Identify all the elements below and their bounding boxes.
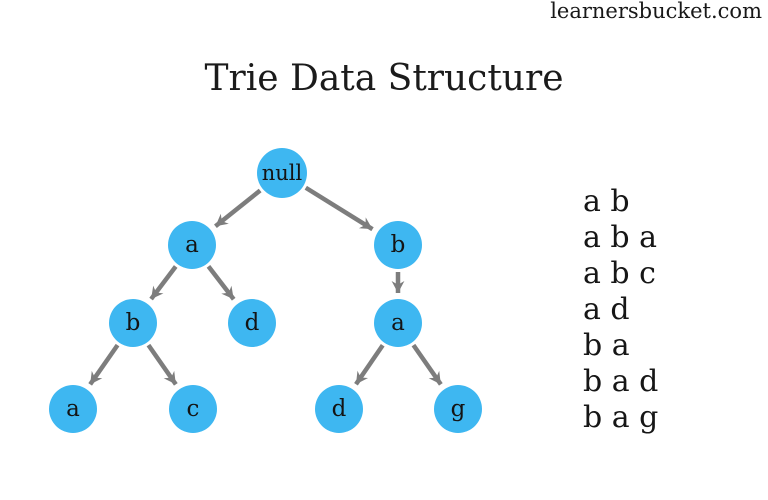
trie-edge-root-R-b <box>304 185 374 232</box>
word-list-item: a d <box>583 292 630 327</box>
trie-edge-L-a-LL-b <box>149 265 178 301</box>
trie-node-RM-a: a <box>374 299 422 347</box>
trie-edge-LL-b-LLR-c <box>146 343 178 386</box>
trie-node-LR-d: d <box>228 299 276 347</box>
trie-node-circle <box>434 385 482 433</box>
trie-node-label: a <box>185 232 199 258</box>
word-list-item: b a <box>583 328 630 363</box>
trie-node-label: b <box>126 310 141 336</box>
word-list-item: a b c <box>583 256 656 291</box>
trie-edge-LL-b-LLL-a <box>88 343 120 386</box>
trie-node-label: c <box>187 396 200 422</box>
word-list-item: b a d <box>583 364 659 399</box>
word-list-item: b a g <box>583 400 659 435</box>
trie-edge-RM-a-RL-d <box>354 343 385 386</box>
trie-node-circle <box>374 221 422 269</box>
word-list-item: a b a <box>583 220 658 255</box>
trie-node-label: b <box>391 232 406 258</box>
trie-node-R-b: b <box>374 221 422 269</box>
trie-node-circle <box>374 299 422 347</box>
word-list-item: a b <box>583 184 630 219</box>
site-watermark: learnersbucket.com <box>550 0 762 23</box>
page-title: Trie Data Structure <box>204 58 564 99</box>
trie-node-label: a <box>66 396 80 422</box>
trie-node-circle <box>109 299 157 347</box>
trie-node-circle <box>169 385 217 433</box>
trie-edge-RM-a-RR-g <box>411 343 443 386</box>
trie-node-RR-g: g <box>434 385 482 433</box>
trie-node-circle <box>257 148 307 198</box>
trie-node-circle <box>49 385 97 433</box>
trie-node-RL-d: d <box>315 385 363 433</box>
trie-edge-L-a-LR-d <box>206 265 236 301</box>
trie-node-root: null <box>257 148 307 198</box>
trie-node-LLR-c: c <box>169 385 217 433</box>
trie-node-label: d <box>245 310 260 336</box>
trie-edge-root-L-a <box>214 188 262 229</box>
trie-node-LL-b: b <box>109 299 157 347</box>
trie-node-label: a <box>391 310 405 336</box>
trie-node-label: g <box>451 396 466 422</box>
trie-node-L-a: a <box>168 221 216 269</box>
trie-node-circle <box>168 221 216 269</box>
trie-node-label: d <box>332 396 347 422</box>
trie-node-circle <box>228 299 276 347</box>
trie-node-LLL-a: a <box>49 385 97 433</box>
trie-node-label: null <box>262 161 303 185</box>
trie-node-circle <box>315 385 363 433</box>
